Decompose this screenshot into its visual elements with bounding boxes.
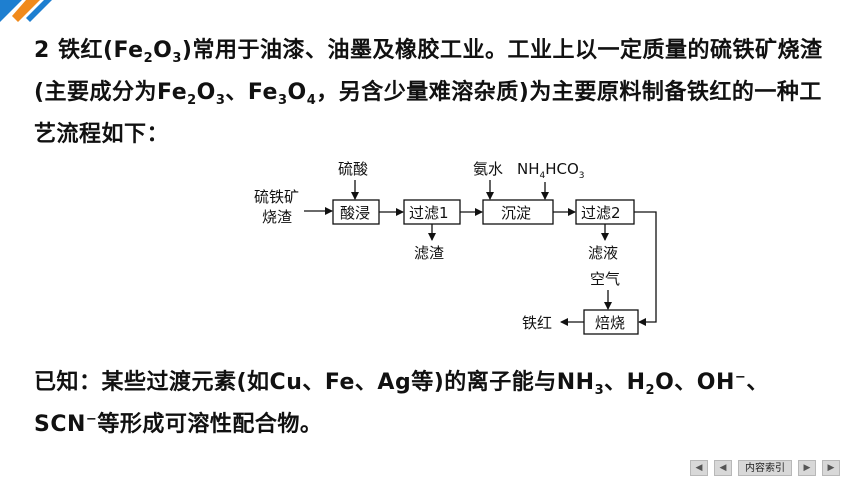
reagent-sulfuric-acid: 硫酸 bbox=[338, 160, 368, 178]
step-filter-2-label: 过滤2 bbox=[581, 204, 621, 222]
intro-text: O bbox=[287, 80, 307, 105]
sub: 3 bbox=[594, 383, 605, 398]
sup: − bbox=[85, 412, 98, 427]
known-text: 、H bbox=[604, 370, 646, 395]
intro-text: 铁红(Fe bbox=[57, 38, 144, 63]
corner-decoration bbox=[0, 0, 52, 22]
step-precipitate-label: 沉淀 bbox=[501, 204, 531, 222]
known-text: O、OH bbox=[655, 370, 735, 395]
sub: 2 bbox=[645, 383, 656, 398]
filtrate-label: 滤液 bbox=[588, 244, 618, 262]
step-filter-1-label: 过滤1 bbox=[409, 204, 449, 222]
step-box-filter-2 bbox=[575, 199, 635, 225]
known-text: 已知：某些过渡元素(如Cu、Fe、Ag等)的离子能与NH bbox=[34, 370, 595, 395]
intro-text: 、Fe bbox=[225, 80, 278, 105]
step-box-precipitate bbox=[482, 199, 554, 225]
product-label: 铁红 bbox=[522, 314, 552, 332]
prev-page-button[interactable]: ◀ bbox=[714, 460, 732, 476]
sub: 3 bbox=[215, 93, 226, 108]
sub: 4 bbox=[306, 93, 317, 108]
question-number: 2 bbox=[34, 38, 50, 63]
known-text: 等形成可溶性配合物。 bbox=[97, 412, 323, 437]
sub: 2 bbox=[187, 93, 197, 108]
reagent-air: 空气 bbox=[590, 270, 620, 288]
intro-text: O bbox=[153, 38, 173, 63]
intro-text: )常用于油漆、油墨及橡胶工业。工业上以一定质量的硫铁矿烧渣(主要成分为Fe bbox=[34, 38, 823, 105]
sup: − bbox=[734, 370, 747, 385]
slide-navigation: ◀ ◀ 内容索引 ▶ ▶ bbox=[690, 458, 840, 478]
sub: 2 bbox=[143, 51, 154, 66]
next-page-button[interactable]: ▶ bbox=[798, 460, 816, 476]
step-box-roast bbox=[583, 309, 639, 335]
last-page-button[interactable]: ▶ bbox=[822, 460, 840, 476]
content-index-button[interactable]: 内容索引 bbox=[738, 460, 792, 476]
sub: 3 bbox=[277, 93, 288, 108]
question-intro: 2 铁红(Fe2O3)常用于油漆、油墨及橡胶工业。工业上以一定质量的硫铁矿烧渣(… bbox=[34, 30, 834, 156]
step-roast-label: 焙烧 bbox=[595, 314, 625, 332]
step-acid-leach-label: 酸浸 bbox=[340, 204, 370, 222]
residue-label: 滤渣 bbox=[414, 244, 444, 262]
reagent-ammonia: 氨水 bbox=[473, 160, 503, 178]
raw-material-label-2: 烧渣 bbox=[262, 208, 292, 226]
step-box-acid-leach bbox=[332, 199, 380, 225]
known-info: 已知：某些过渡元素(如Cu、Fe、Ag等)的离子能与NH3、H2O、OH−、SC… bbox=[34, 362, 834, 446]
known-text: 、SCN bbox=[34, 370, 769, 437]
intro-text: O bbox=[196, 80, 216, 105]
first-page-button[interactable]: ◀ bbox=[690, 460, 708, 476]
raw-material-label-1: 硫铁矿 bbox=[254, 188, 299, 206]
sub: 3 bbox=[172, 51, 182, 66]
reagent-ammonium-bicarbonate: NH4HCO3 bbox=[517, 160, 585, 181]
process-flowchart: 硫铁矿 烧渣 硫酸 酸浸 过滤1 滤渣 氨水 NH4HCO3 沉淀 过滤2 滤液 bbox=[240, 152, 670, 342]
intro-text: ，另含少量难溶杂质)为主要原料制备铁红的一种工艺流程如下： bbox=[34, 80, 822, 147]
